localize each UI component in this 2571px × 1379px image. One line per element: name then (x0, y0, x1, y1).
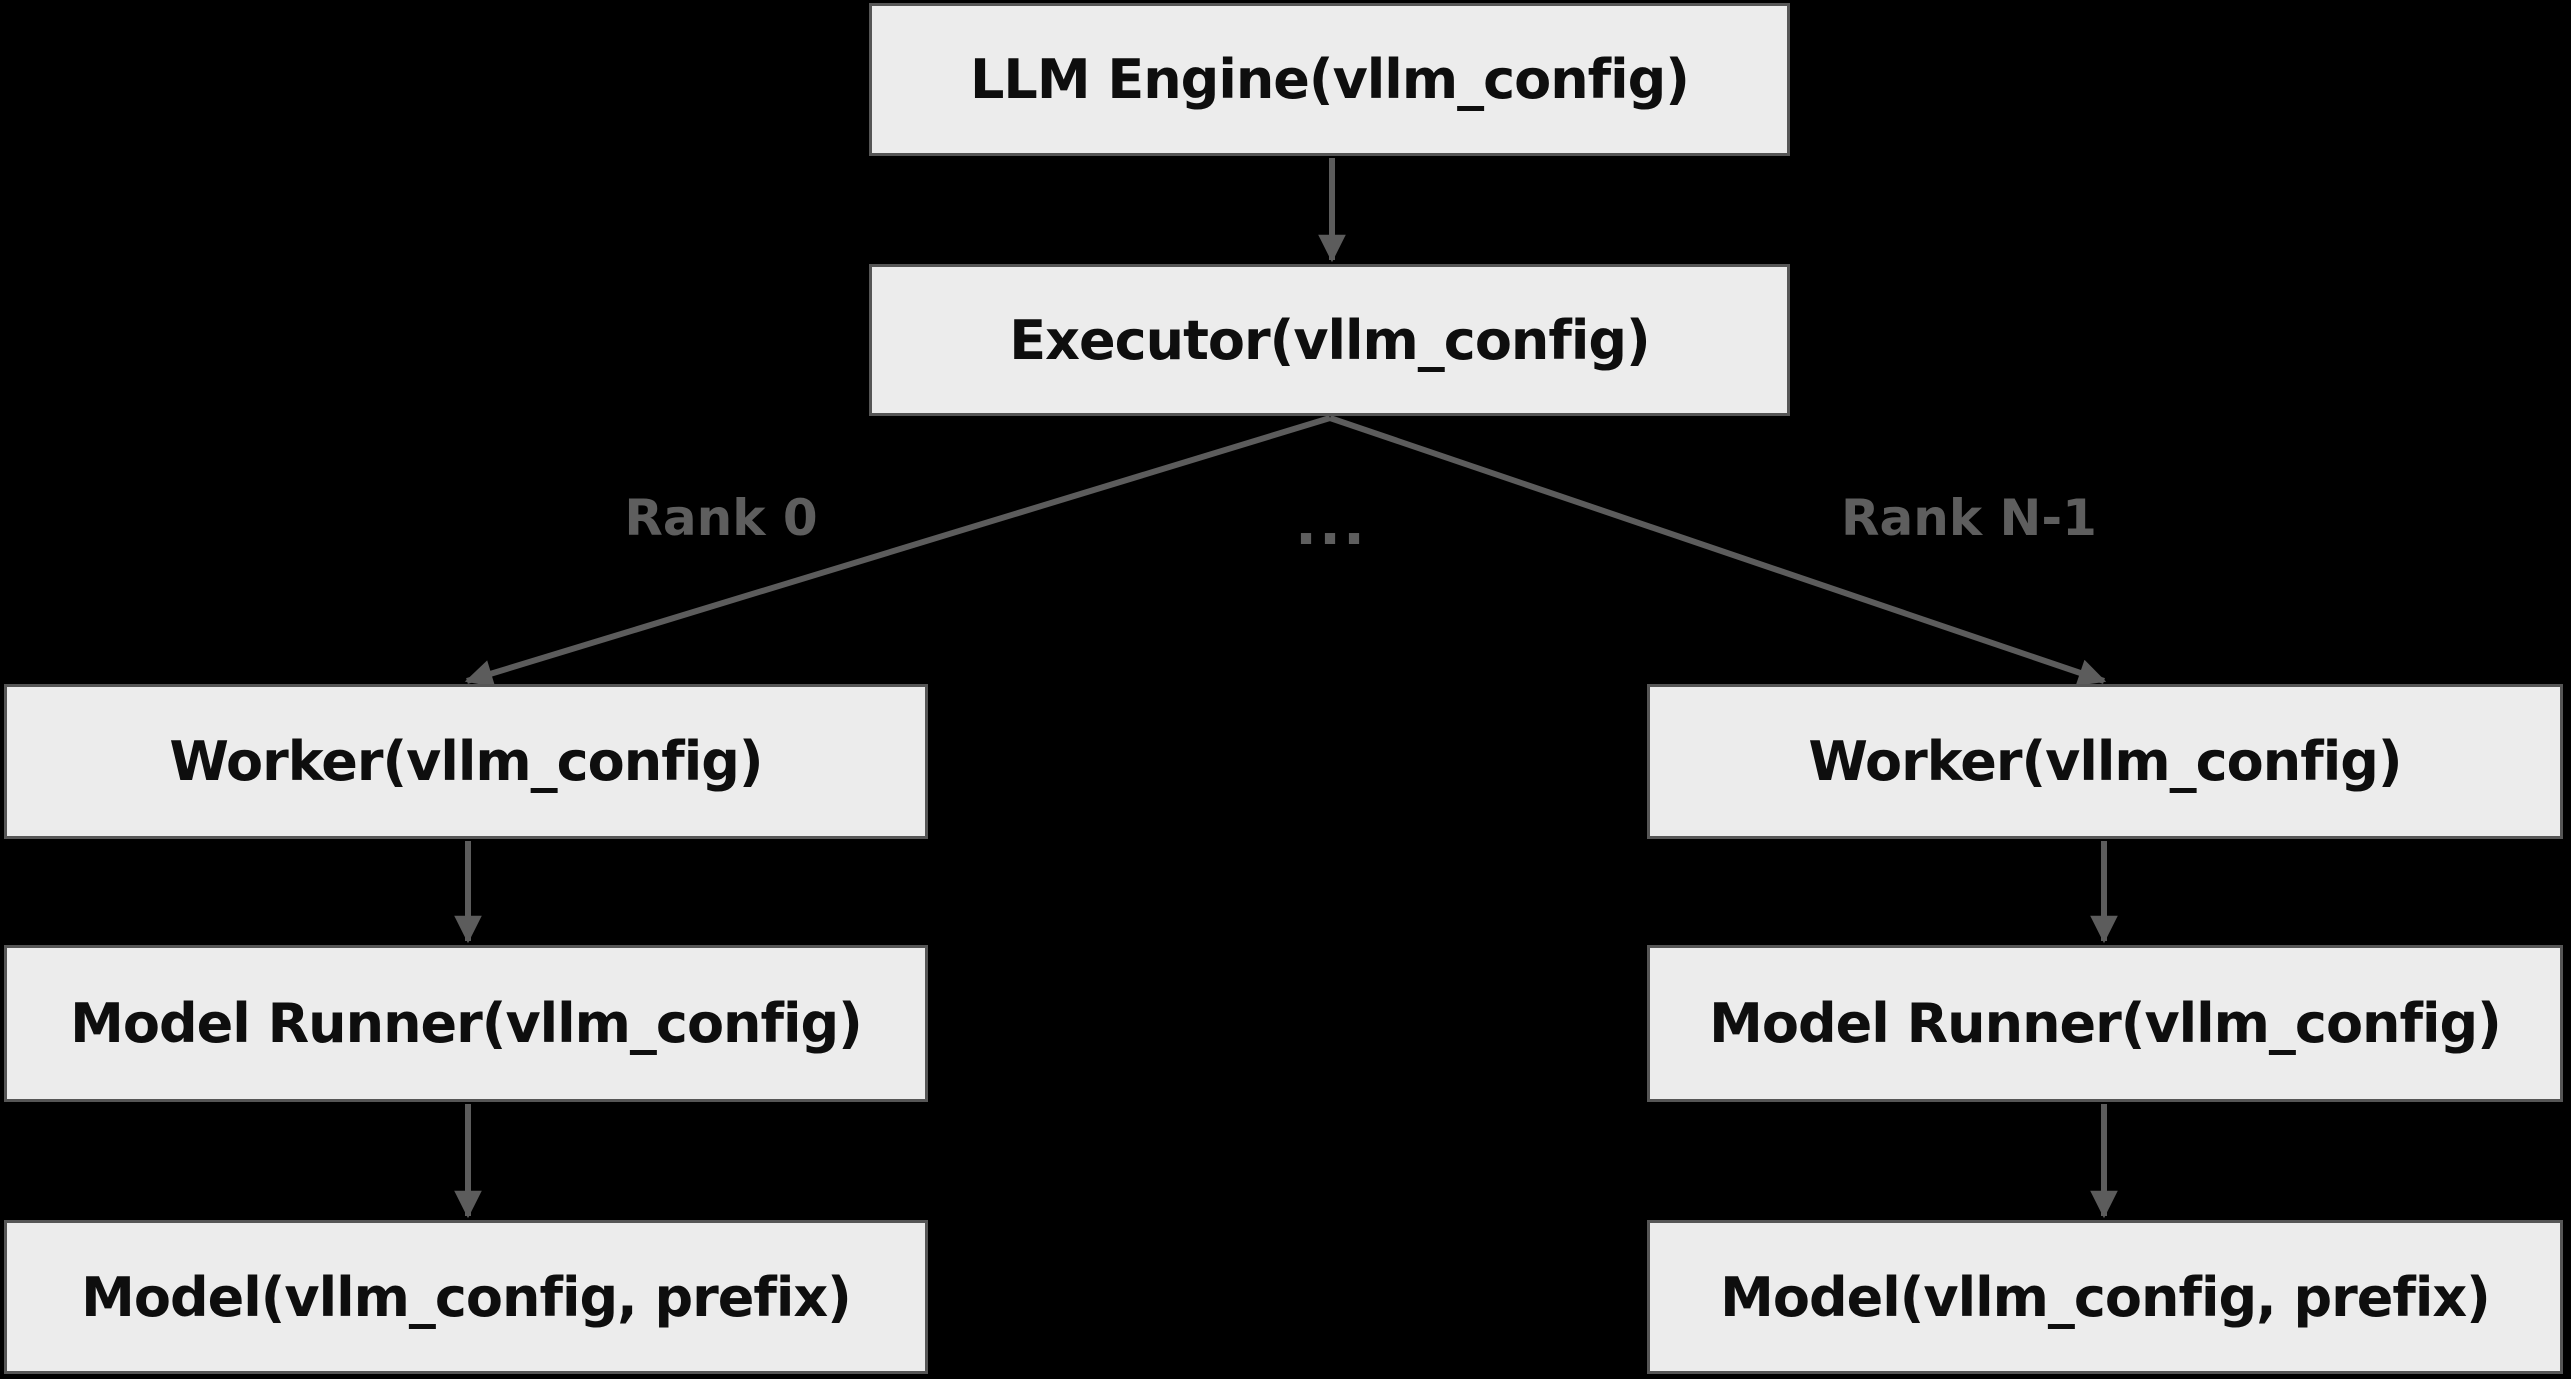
node-model-rankn: Model(vllm_config, prefix) (1647, 1220, 2563, 1374)
node-model-rank0: Model(vllm_config, prefix) (4, 1220, 928, 1374)
node-model-runner-rank0: Model Runner(vllm_config) (4, 945, 928, 1102)
arrow-executor-to-worker-rankn (1329, 415, 2107, 686)
edge-label-rank0: Rank 0 (624, 489, 818, 547)
node-executor: Executor(vllm_config) (869, 264, 1790, 416)
edge-label-rank-n-1: Rank N-1 (1841, 489, 2097, 547)
node-worker-rank0: Worker(vllm_config) (4, 684, 928, 839)
node-model-runner-rankn: Model Runner(vllm_config) (1647, 945, 2563, 1102)
node-llm-engine: LLM Engine(vllm_config) (869, 3, 1790, 156)
arrow-executor-to-worker-rank0 (464, 415, 1331, 687)
node-worker-rankn: Worker(vllm_config) (1647, 684, 2563, 839)
edge-label-ellipsis: ... (1294, 490, 1368, 558)
